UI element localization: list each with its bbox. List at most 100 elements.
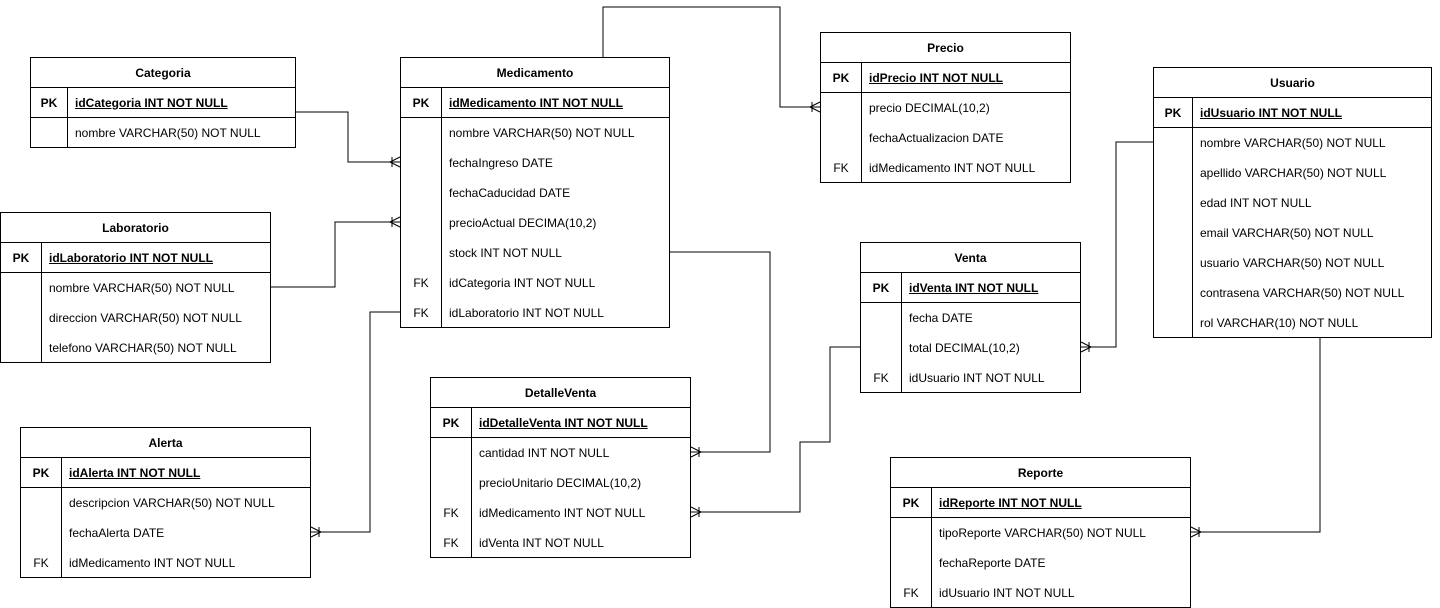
pk-field-name: idDetalleVenta INT NOT NULL <box>479 416 648 430</box>
crows-foot-marker <box>690 506 702 518</box>
pk-label: PK <box>442 416 460 430</box>
link-categoria-medicamento <box>296 111 400 163</box>
crows-foot-marker <box>310 526 322 538</box>
field-row: precio DECIMAL(10,2) <box>821 93 1070 123</box>
key-label <box>1154 248 1192 278</box>
field-name: idMedicamento INT NOT NULL <box>479 506 646 520</box>
entity-title: Alerta <box>21 428 310 458</box>
pk-field-name: idPrecio INT NOT NULL <box>869 71 1004 85</box>
fk-label: FK <box>413 306 429 320</box>
field-name: idLaboratorio INT NOT NULL <box>449 306 604 320</box>
key-column-divider <box>67 88 68 147</box>
link-medicamento-alerta <box>311 311 400 533</box>
field-row: email VARCHAR(50) NOT NULL <box>1154 218 1431 248</box>
entity-title: Laboratorio <box>1 213 270 243</box>
link-usuario-venta <box>1081 141 1153 348</box>
field-name: precio DECIMAL(10,2) <box>869 101 990 115</box>
pk-field-name: idReporte INT NOT NULL <box>939 496 1082 510</box>
pk-field-name: idMedicamento INT NOT NULL <box>449 96 623 110</box>
key-label <box>401 148 441 178</box>
key-column-divider <box>471 408 472 557</box>
key-label <box>1154 158 1192 188</box>
key-label <box>821 123 861 153</box>
link-laboratorio-medicamento <box>271 221 400 288</box>
pk-label: PK <box>12 251 30 265</box>
field-row: nombre VARCHAR(50) NOT NULL <box>401 118 669 148</box>
link-usuario-reporte <box>1191 337 1321 533</box>
field-name: fechaCaducidad DATE <box>449 186 571 200</box>
field-row: telefono VARCHAR(50) NOT NULL <box>1 333 270 363</box>
key-label <box>891 548 931 578</box>
entity-title: Reporte <box>891 458 1190 488</box>
field-name: nombre VARCHAR(50) NOT NULL <box>49 281 235 295</box>
field-name: stock INT NOT NULL <box>449 246 562 260</box>
key-label <box>21 488 61 518</box>
fk-label: FK <box>33 556 49 570</box>
key-label <box>401 238 441 268</box>
field-row: FK idLaboratorio INT NOT NULL <box>401 298 669 328</box>
crows-foot-marker <box>1080 341 1092 353</box>
pk-field-name: idVenta INT NOT NULL <box>909 281 1039 295</box>
field-name: idMedicamento INT NOT NULL <box>69 556 236 570</box>
field-row: edad INT NOT NULL <box>1154 188 1431 218</box>
crows-foot-marker <box>809 101 821 113</box>
field-row: direccion VARCHAR(50) NOT NULL <box>1 303 270 333</box>
key-label <box>1 303 41 333</box>
link-medicamento-precio <box>602 6 820 108</box>
key-label <box>1154 188 1192 218</box>
field-name: fechaReporte DATE <box>939 556 1046 570</box>
field-name: rol VARCHAR(10) NOT NULL <box>1200 316 1359 330</box>
key-column-divider <box>931 488 932 607</box>
field-name: total DECIMAL(10,2) <box>909 341 1020 355</box>
field-name: idUsuario INT NOT NULL <box>909 371 1045 385</box>
field-name: email VARCHAR(50) NOT NULL <box>1200 226 1374 240</box>
key-label <box>401 118 441 148</box>
field-name: direccion VARCHAR(50) NOT NULL <box>49 311 242 325</box>
pk-label: PK <box>412 96 430 110</box>
key-label <box>861 333 901 363</box>
key-label <box>1154 128 1192 158</box>
field-name: nombre VARCHAR(50) NOT NULL <box>75 126 261 140</box>
entity-title: DetalleVenta <box>431 378 690 408</box>
field-row: fechaActualizacion DATE <box>821 123 1070 153</box>
entity-title: Venta <box>861 243 1080 273</box>
key-column-divider <box>901 273 902 392</box>
field-name: fechaActualizacion DATE <box>869 131 1004 145</box>
key-label <box>1154 308 1192 338</box>
field-name: tipoReporte VARCHAR(50) NOT NULL <box>939 526 1146 540</box>
field-row: tipoReporte VARCHAR(50) NOT NULL <box>891 518 1190 548</box>
key-label <box>401 178 441 208</box>
field-row: fechaAlerta DATE <box>21 518 310 548</box>
field-name: contrasena VARCHAR(50) NOT NULL <box>1200 286 1405 300</box>
fk-label: FK <box>413 276 429 290</box>
entity-title: Precio <box>821 33 1070 63</box>
field-name: fechaAlerta DATE <box>69 526 165 540</box>
field-row: usuario VARCHAR(50) NOT NULL <box>1154 248 1431 278</box>
key-label <box>31 118 67 148</box>
primary-key-row: PK idLaboratorio INT NOT NULL <box>1 243 270 273</box>
pk-field-name: idLaboratorio INT NOT NULL <box>49 251 213 265</box>
field-name: telefono VARCHAR(50) NOT NULL <box>49 341 237 355</box>
field-name: nombre VARCHAR(50) NOT NULL <box>1200 136 1386 150</box>
key-label <box>1 333 41 363</box>
field-row: nombre VARCHAR(50) NOT NULL <box>1 273 270 303</box>
field-row: cantidad INT NOT NULL <box>431 438 690 468</box>
key-label <box>401 208 441 238</box>
